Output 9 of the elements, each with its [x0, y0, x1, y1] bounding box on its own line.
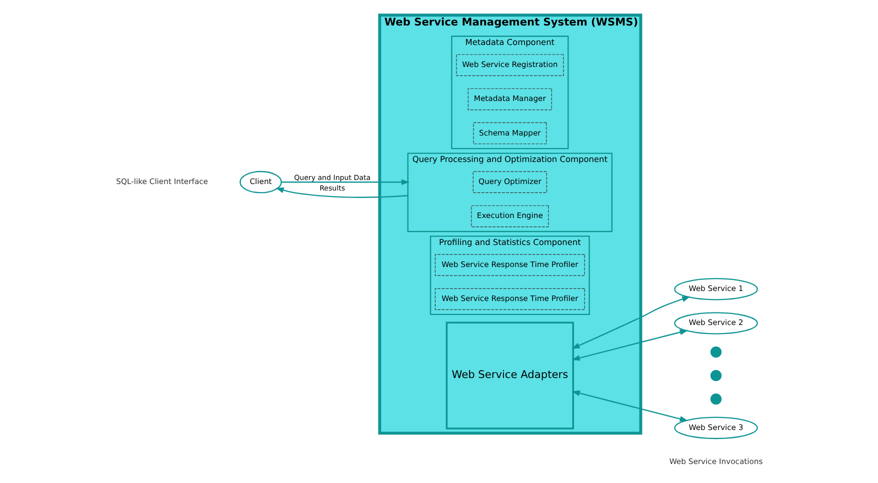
arrow	[275, 188, 408, 198]
node-box: Web Service Adapters	[445, 322, 574, 430]
node-circle	[710, 346, 722, 358]
node-circle	[710, 370, 722, 382]
arrow	[280, 179, 410, 185]
arrow	[571, 390, 688, 422]
arrow	[571, 296, 690, 349]
node-circle	[710, 394, 722, 405]
arrow	[571, 329, 688, 361]
